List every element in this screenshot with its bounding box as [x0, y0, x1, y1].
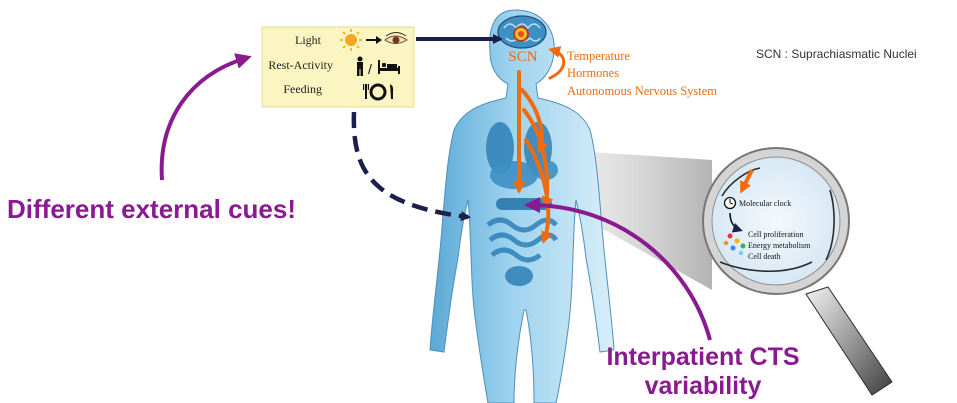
brain-icon — [498, 16, 546, 48]
headline-variability-line1: Interpatient CTS — [606, 343, 799, 371]
outcome-cell-death: Cell death — [748, 252, 781, 261]
scn-label: SCN — [508, 49, 537, 65]
outcome-energy-metabolism: Energy metabolism — [748, 241, 811, 250]
molecular-clock-label: Molecular clock — [739, 199, 791, 208]
cue-label-light: Light — [295, 33, 322, 47]
magnifier-handle — [806, 287, 892, 395]
output-hormones: Hormones — [567, 66, 619, 80]
external-cues-arrow — [162, 58, 246, 180]
external-cues-box: Light Rest-Activity Feeding — [262, 27, 414, 107]
svg-text:/: / — [368, 61, 372, 77]
cue-label-rest-activity: Rest-Activity — [268, 58, 333, 72]
outcome-cell-proliferation: Cell proliferation — [748, 230, 803, 239]
output-autonomous-nervous-system: Autonomous Nervous System — [567, 84, 717, 98]
clock-icon — [725, 198, 736, 209]
scn-outputs: Temperature Hormones Autonomous Nervous … — [567, 49, 717, 98]
headline-variability-line2: variability — [645, 372, 762, 400]
legend-scn: SCN : Suprachiasmatic Nuclei — [756, 47, 917, 61]
headline-external-cues: Different external cues! — [7, 194, 296, 224]
cue-label-feeding: Feeding — [283, 82, 322, 96]
output-temperature: Temperature — [567, 49, 630, 63]
